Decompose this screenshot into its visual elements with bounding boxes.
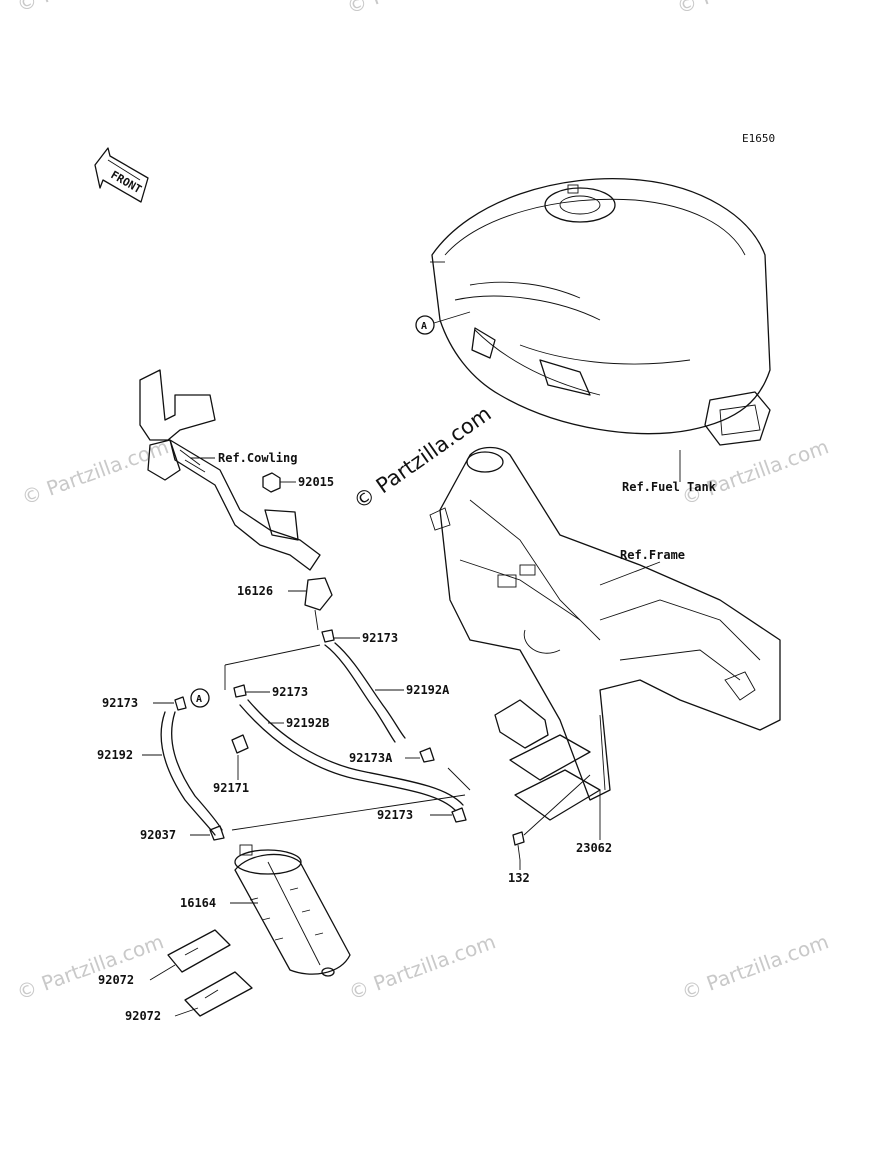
part-16126[interactable]: 16126 [237, 577, 333, 631]
ref-fuel-tank-label: Ref.Fuel Tank [622, 480, 717, 494]
part-132-label: 132 [508, 871, 530, 885]
part-92171[interactable]: 92171 [213, 734, 249, 795]
part-92173-1-label: 92173 [362, 631, 398, 645]
part-92173-2[interactable]: 92173 [233, 684, 308, 699]
watermark-center: © Partzilla.com [349, 401, 496, 514]
part-92072-2-label: 92072 [125, 1009, 161, 1023]
watermark: © Partzilla.com [674, 0, 827, 19]
diagram-code: E1650 [742, 132, 775, 145]
part-16126-label: 16126 [237, 584, 273, 598]
callout-marker-a [415, 315, 435, 335]
watermark: © Partzilla.com [679, 434, 832, 509]
watermark-grid: © Partzilla.com © Partzilla.com © Partzi… [14, 0, 832, 1005]
part-16164[interactable]: 16164 [180, 844, 351, 977]
callout-marker-a-hose-label: A [196, 694, 202, 705]
ref-frame-label: Ref.Frame [620, 548, 685, 562]
part-16164-label: 16164 [180, 896, 216, 910]
watermark: © Partzilla.com [14, 0, 167, 17]
part-92171-label: 92171 [213, 781, 249, 795]
part-92173a-label: 92173A [349, 751, 393, 765]
watermark: © Partzilla.com [14, 929, 167, 1004]
watermark: © Partzilla.com [679, 929, 832, 1004]
part-92192[interactable]: 92192 [97, 711, 223, 836]
part-92015-label: 92015 [298, 475, 334, 489]
watermark: © Partzilla.com [346, 929, 499, 1004]
part-92037[interactable]: 92037 [140, 825, 225, 842]
part-92173-3-label: 92173 [102, 696, 138, 710]
callout-marker-a-label: A [421, 321, 427, 332]
cowling-bracket [139, 369, 321, 571]
part-23062[interactable]: 23062 [494, 699, 612, 855]
part-92173-1[interactable]: 92173 [321, 629, 398, 645]
part-92173-2-label: 92173 [272, 685, 308, 699]
part-92192b-label: 92192B [286, 716, 329, 730]
callout-marker-a-hose [190, 688, 210, 708]
part-92173-4[interactable]: 92173 [377, 807, 467, 823]
part-92015[interactable]: 92015 [262, 472, 334, 493]
frame [429, 446, 781, 801]
watermark: © Partzilla.com [344, 0, 497, 19]
part-92192a-label: 92192A [406, 683, 450, 697]
part-92192-label: 92192 [97, 748, 133, 762]
watermark: © Partzilla.com [19, 434, 172, 509]
part-92192b[interactable]: 92192B [239, 699, 464, 811]
part-23062-label: 23062 [576, 841, 612, 855]
part-92072-1-label: 92072 [98, 973, 134, 987]
part-92072-1[interactable]: 92072 [98, 929, 231, 987]
part-92173-3[interactable]: 92173 [102, 696, 187, 711]
part-132[interactable]: 132 [508, 774, 591, 885]
part-92173-4-label: 92173 [377, 808, 413, 822]
part-92072-2[interactable]: 92072 [125, 971, 253, 1023]
part-92192a[interactable]: 92192A [324, 642, 450, 743]
part-92037-label: 92037 [140, 828, 176, 842]
front-arrow-icon: FRONT [94, 147, 149, 203]
fuel-tank [430, 178, 771, 446]
part-92173a[interactable]: 92173A [349, 747, 435, 765]
ref-cowling-label: Ref.Cowling [218, 451, 297, 465]
